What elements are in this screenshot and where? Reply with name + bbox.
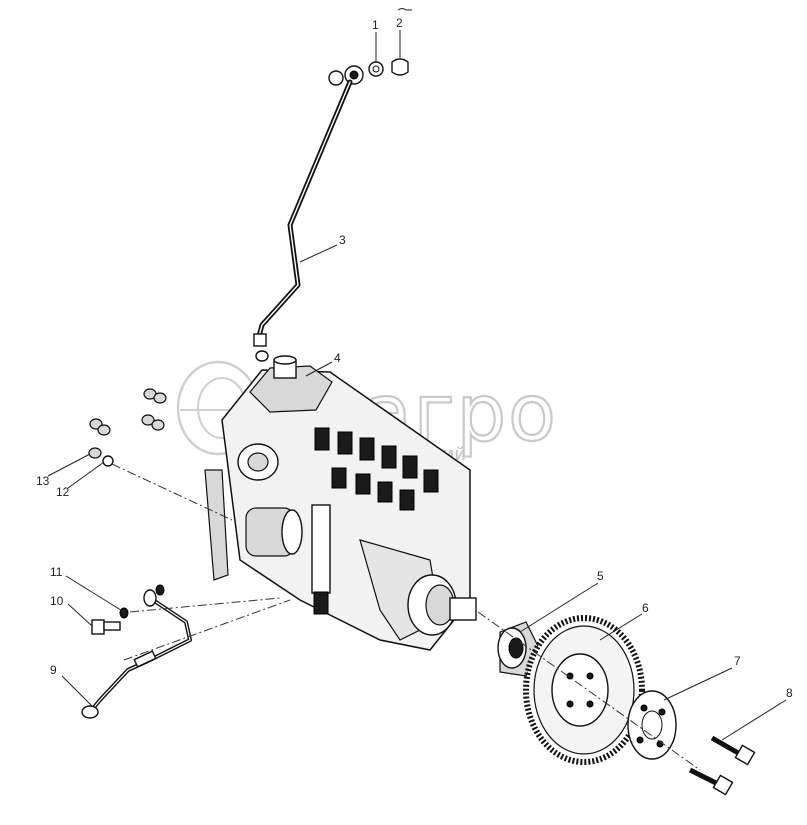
callout-11: 11: [50, 565, 63, 579]
callout-4: 4: [334, 351, 341, 365]
callout-9: 9: [50, 663, 57, 677]
pipe-end-nut: [253, 333, 267, 347]
part-washer-1: [368, 61, 384, 77]
part-bolts-8: [688, 735, 756, 796]
scan-mark: [397, 8, 412, 11]
part-cover-4: [249, 365, 333, 413]
callout-12: 12: [56, 485, 70, 499]
callout-labels: 1 2 3 4 5 6 7 8 9 10 11 12 13: [36, 16, 793, 700]
callout-13: 13: [36, 474, 50, 488]
part-gear-6: [523, 615, 645, 765]
part-plate-7: [627, 690, 677, 760]
part-nut-13: [88, 447, 102, 459]
callout-7: 7: [734, 654, 741, 668]
part-fuel-pipe-3: [255, 79, 353, 343]
callout-3: 3: [339, 233, 346, 247]
part-union-nut: [328, 65, 364, 86]
part-banjo-bolt-10: [91, 619, 121, 635]
injection-pump-body: [204, 355, 477, 651]
callout-1: 1: [372, 18, 379, 32]
callout-5: 5: [597, 569, 604, 583]
leader-lines: [47, 30, 787, 741]
part-nuts-group: [89, 388, 167, 436]
part-washer-12: [102, 455, 114, 467]
callout-8: 8: [786, 686, 793, 700]
callout-2: 2: [396, 16, 403, 30]
assembly-axes: [111, 463, 701, 771]
part-cap-2: [391, 58, 409, 76]
callout-10: 10: [50, 594, 64, 608]
injector-outlets: [314, 427, 439, 511]
callout-6: 6: [642, 601, 649, 615]
part-return-line-9: [81, 589, 192, 719]
